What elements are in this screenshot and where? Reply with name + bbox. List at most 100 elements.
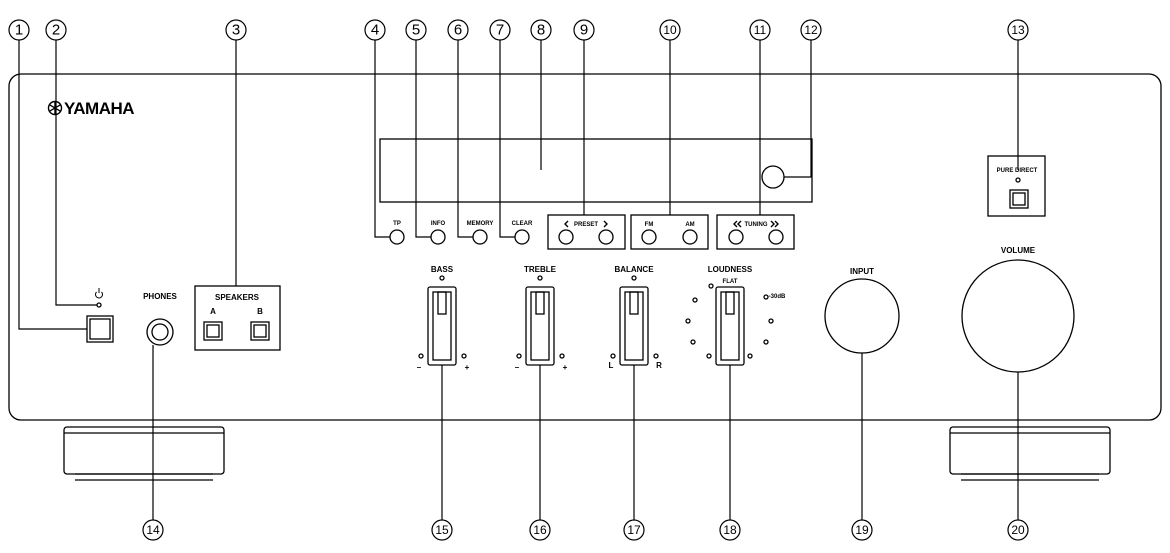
pure-direct-box xyxy=(987,155,1046,217)
callout-17: 17 xyxy=(623,519,645,541)
svg-text:3: 3 xyxy=(232,22,240,39)
fm-button[interactable] xyxy=(641,229,657,245)
power-icon xyxy=(95,288,103,299)
tp-label: TP xyxy=(393,221,401,227)
right-foot xyxy=(949,426,1111,481)
tuning-up-button[interactable] xyxy=(768,229,784,245)
phones-label: PHONES xyxy=(143,292,177,301)
preset-label: PRESET xyxy=(574,222,598,228)
chassis xyxy=(8,73,1162,421)
callout-19: 19 xyxy=(851,519,873,541)
svg-text:20: 20 xyxy=(1011,523,1025,537)
treble-minus-label: – xyxy=(515,363,520,372)
svg-text:7: 7 xyxy=(496,22,504,39)
clear-label: CLEAR xyxy=(512,221,533,227)
remote-sensor xyxy=(761,165,785,189)
svg-text:17: 17 xyxy=(627,523,641,537)
svg-text:14: 14 xyxy=(146,523,160,537)
callout-8: 8 xyxy=(530,19,552,41)
pure-direct-label: PURE DIRECT xyxy=(997,168,1038,174)
speaker-a-label: A xyxy=(210,307,216,316)
balance-right-label: R xyxy=(656,361,662,370)
bass-minus-label: – xyxy=(417,363,422,372)
speaker-a-button[interactable] xyxy=(203,321,223,341)
bass-knob[interactable] xyxy=(418,275,467,366)
callout-7: 7 xyxy=(489,19,511,41)
tuning-down-button[interactable] xyxy=(728,229,744,245)
svg-text:18: 18 xyxy=(723,523,737,537)
pure-direct-button[interactable] xyxy=(1009,189,1029,209)
callout-4: 4 xyxy=(364,19,386,41)
db-label: -30dB xyxy=(769,294,786,300)
svg-text:5: 5 xyxy=(412,22,420,39)
speakers-box xyxy=(194,285,281,351)
speaker-b-button[interactable] xyxy=(250,321,270,341)
callout-9: 9 xyxy=(573,19,595,41)
standby-indicator xyxy=(96,302,102,308)
input-knob[interactable] xyxy=(824,278,900,354)
leader-lines xyxy=(18,40,1019,520)
svg-text:12: 12 xyxy=(804,23,818,37)
svg-text:9: 9 xyxy=(580,22,588,39)
memory-button[interactable] xyxy=(472,229,488,245)
svg-text:19: 19 xyxy=(855,523,869,537)
bass-label: BASS xyxy=(431,265,454,274)
speaker-b-label: B xyxy=(257,307,263,316)
svg-text:2: 2 xyxy=(52,22,60,39)
callout-1: 1 xyxy=(8,19,30,41)
svg-text:16: 16 xyxy=(533,523,547,537)
callouts: 1 2 3 4 5 6 7 8 9 10 11 12 13 14 15 16 1… xyxy=(8,19,1029,541)
preset-prev-button[interactable] xyxy=(558,229,574,245)
pure-direct-indicator xyxy=(1015,177,1021,183)
svg-text:13: 13 xyxy=(1011,23,1025,37)
clear-button[interactable] xyxy=(514,229,530,245)
power-button[interactable] xyxy=(86,315,114,343)
callout-10: 10 xyxy=(659,19,681,41)
tuning-label: TUNING xyxy=(745,222,768,228)
svg-text:11: 11 xyxy=(754,23,767,37)
loudness-knob[interactable] xyxy=(685,283,774,366)
treble-label: TREBLE xyxy=(524,265,557,274)
svg-text:1: 1 xyxy=(15,22,23,39)
callout-13: 13 xyxy=(1007,19,1029,41)
callout-16: 16 xyxy=(529,519,551,541)
band-box xyxy=(630,214,709,250)
tp-button[interactable] xyxy=(389,229,405,245)
fm-label: FM xyxy=(645,222,654,228)
callout-14: 14 xyxy=(142,519,164,541)
arrow-glyphs xyxy=(564,220,779,228)
am-label: AM xyxy=(685,222,694,228)
svg-text:8: 8 xyxy=(537,22,545,39)
flat-label: FLAT xyxy=(723,279,738,285)
brand-logo: YAMAHA xyxy=(64,99,134,118)
preset-box xyxy=(547,214,626,250)
balance-knob[interactable] xyxy=(610,275,659,366)
callout-6: 6 xyxy=(447,19,469,41)
balance-left-label: L xyxy=(609,361,614,370)
callout-15: 15 xyxy=(431,519,453,541)
phones-jack[interactable] xyxy=(146,318,174,346)
callout-11: 11 xyxy=(749,19,771,41)
treble-knob[interactable] xyxy=(516,275,565,366)
treble-plus-label: + xyxy=(563,363,568,372)
speakers-label: SPEAKERS xyxy=(215,293,260,302)
balance-label: BALANCE xyxy=(614,265,654,274)
loudness-label: LOUDNESS xyxy=(708,265,753,274)
preset-next-button[interactable] xyxy=(598,229,614,245)
callout-18: 18 xyxy=(719,519,741,541)
am-button[interactable] xyxy=(682,229,698,245)
callout-12: 12 xyxy=(800,19,822,41)
svg-text:6: 6 xyxy=(454,22,462,39)
volume-knob[interactable] xyxy=(961,259,1075,373)
callout-20: 20 xyxy=(1007,519,1029,541)
front-display xyxy=(379,138,813,203)
tuning-box xyxy=(716,214,795,250)
callout-5: 5 xyxy=(405,19,427,41)
bass-plus-label: + xyxy=(465,363,470,372)
info-button[interactable] xyxy=(430,229,446,245)
callout-2: 2 xyxy=(45,19,67,41)
left-foot xyxy=(63,426,225,481)
svg-text:4: 4 xyxy=(371,22,379,39)
